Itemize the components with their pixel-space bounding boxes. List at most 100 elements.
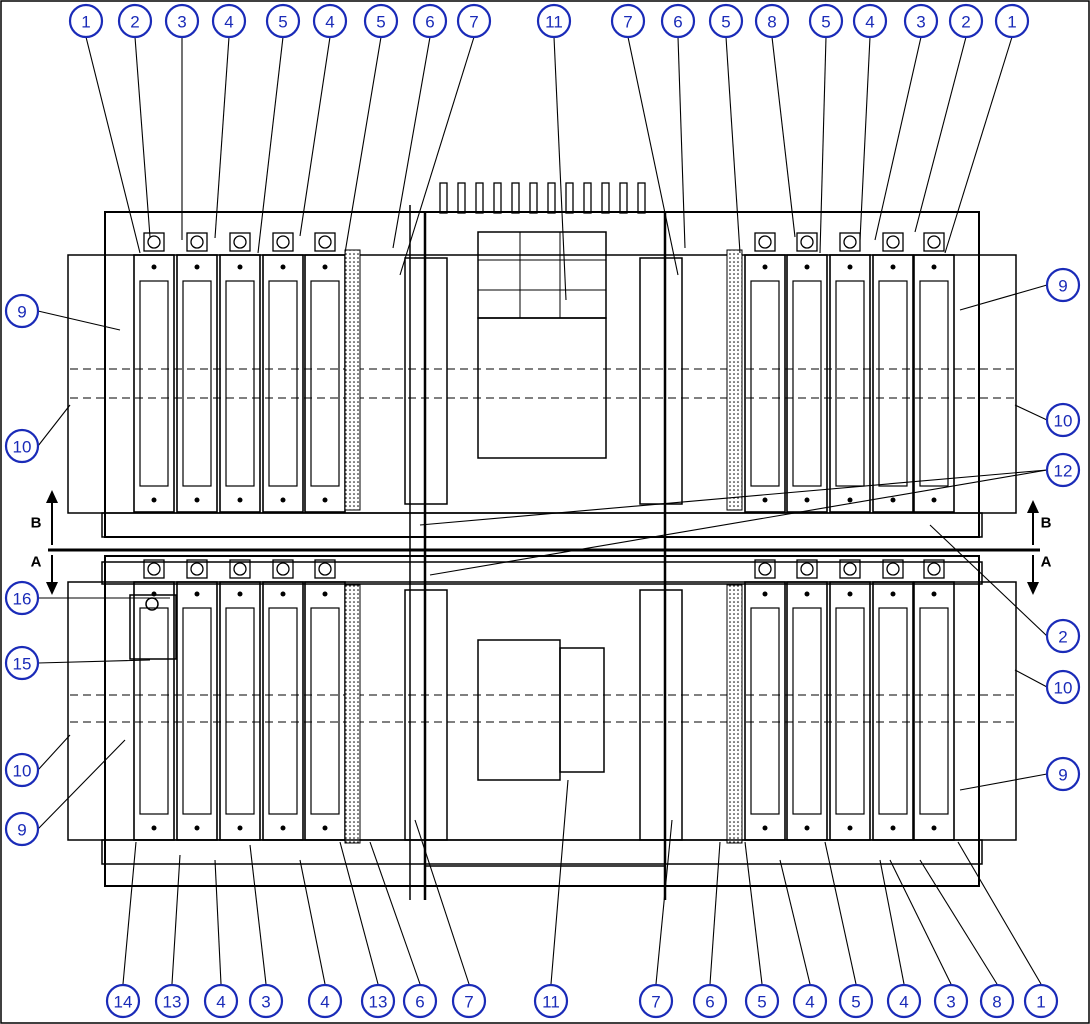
- top-right-bay-3: [829, 254, 871, 513]
- callout-bottom-6: 13: [360, 983, 396, 1019]
- top-center-module: [424, 211, 666, 538]
- top-left-bay-2: [176, 254, 218, 513]
- callout-left-1-label: 9: [17, 303, 26, 322]
- top-contact-block: [477, 231, 607, 319]
- top-right-bay-4: [872, 254, 914, 513]
- callout-top-8-label: 6: [425, 13, 434, 32]
- callout-bottom-11-label: 6: [705, 993, 714, 1012]
- callout-top-5-label: 5: [278, 13, 287, 32]
- callout-bottom-3-label: 4: [216, 993, 225, 1012]
- callout-top-6: 4: [312, 3, 348, 39]
- callout-bottom-10: 7: [638, 983, 674, 1019]
- component-15: [129, 594, 177, 660]
- top-left-bays: [133, 232, 346, 513]
- callout-top-6-label: 4: [325, 13, 334, 32]
- callout-top-15: 5: [808, 3, 844, 39]
- callout-right-5-label: 10: [1054, 679, 1073, 698]
- callout-top-10-label: 11: [545, 13, 563, 32]
- callout-bottom-7-label: 6: [415, 993, 424, 1012]
- callout-right-6-label: 9: [1058, 766, 1067, 785]
- callout-top-4: 4: [211, 3, 247, 39]
- callout-top-7-label: 5: [376, 13, 385, 32]
- callout-left-1: 9: [4, 293, 40, 329]
- bottom-center-module: [424, 555, 666, 867]
- callout-bottom-6-label: 13: [369, 993, 388, 1012]
- callout-bottom-5: 4: [307, 983, 343, 1019]
- callout-right-3-label: 12: [1054, 462, 1073, 481]
- callout-bottom-1-label: 14: [114, 993, 133, 1012]
- bottom-right-bays: [744, 559, 955, 841]
- callout-bottom-12-label: 5: [757, 993, 766, 1012]
- callout-right-1: 9: [1045, 267, 1081, 303]
- callout-bottom-4-label: 3: [261, 993, 270, 1012]
- callout-bottom-8-label: 7: [464, 993, 473, 1012]
- callout-right-2: 10: [1045, 402, 1081, 438]
- callout-right-3: 12: [1045, 452, 1081, 488]
- callout-top-13-label: 5: [721, 13, 730, 32]
- callout-top-9: 7: [456, 3, 492, 39]
- callout-right-6: 9: [1045, 756, 1081, 792]
- section-label-b-right: B: [1041, 515, 1052, 532]
- callout-bottom-14-label: 5: [851, 993, 860, 1012]
- callout-bottom-1: 14: [105, 983, 141, 1019]
- bottom-outer-frame: [104, 555, 980, 887]
- callout-top-12: 6: [660, 3, 696, 39]
- callout-left-5: 10: [4, 752, 40, 788]
- section-label-a-left: A: [31, 554, 42, 571]
- top-left-bay-4: [262, 254, 304, 513]
- callout-left-3-label: 16: [13, 590, 32, 609]
- callout-top-16: 4: [852, 3, 888, 39]
- callout-top-13: 5: [708, 3, 744, 39]
- callout-top-9-label: 7: [469, 13, 478, 32]
- callout-top-10: 11: [536, 3, 572, 39]
- top-right-bay-2: [786, 254, 828, 513]
- leader-lines: [37, 36, 1048, 985]
- callout-top-3: 3: [164, 3, 200, 39]
- bottom-left-bays: [133, 559, 346, 841]
- callout-top-16-label: 4: [865, 13, 874, 32]
- top-right-bay-5: [913, 254, 955, 513]
- callout-top-1-label: 1: [81, 13, 90, 32]
- callout-bottom-7: 6: [402, 983, 438, 1019]
- callout-bottom-3: 4: [203, 983, 239, 1019]
- callout-top-14: 8: [754, 3, 790, 39]
- top-motor-body: [477, 317, 607, 459]
- callout-top-11-label: 7: [623, 13, 632, 32]
- callout-bottom-17-label: 8: [992, 993, 1001, 1012]
- callout-left-3: 16: [4, 580, 40, 616]
- callout-top-18-label: 2: [961, 13, 970, 32]
- callout-bottom-12: 5: [744, 983, 780, 1019]
- callout-left-4: 15: [4, 645, 40, 681]
- callout-bottom-17: 8: [979, 983, 1015, 1019]
- callout-bottom-16: 3: [933, 983, 969, 1019]
- heatsink-fins: [439, 182, 646, 214]
- callout-left-2: 10: [4, 428, 40, 464]
- callout-top-5: 5: [265, 3, 301, 39]
- callout-right-4: 2: [1045, 618, 1081, 654]
- callout-bottom-18: 1: [1023, 983, 1059, 1019]
- callout-left-6-label: 9: [17, 821, 26, 840]
- callout-top-11: 7: [610, 3, 646, 39]
- callout-bottom-2: 13: [154, 983, 190, 1019]
- callout-bottom-14: 5: [838, 983, 874, 1019]
- callout-top-8: 6: [412, 3, 448, 39]
- section-arrows: [46, 490, 1039, 595]
- callout-top-17-label: 3: [916, 13, 925, 32]
- callout-top-17: 3: [903, 3, 939, 39]
- callout-bottom-8: 7: [451, 983, 487, 1019]
- callout-top-19-label: 1: [1007, 13, 1016, 32]
- callout-top-3-label: 3: [177, 13, 186, 32]
- top-left-bay-1: [133, 254, 175, 513]
- callout-top-2-label: 2: [130, 13, 139, 32]
- top-outer-frame: [104, 211, 980, 538]
- callout-right-2-label: 10: [1054, 412, 1073, 431]
- callout-left-2-label: 10: [13, 438, 32, 457]
- callout-bottom-18-label: 1: [1036, 993, 1045, 1012]
- section-label-b-left: B: [31, 515, 42, 532]
- callout-left-5-label: 10: [13, 762, 32, 781]
- callout-bottom-4: 3: [248, 983, 284, 1019]
- top-right-bay-1: [744, 254, 786, 513]
- callout-bottom-9: 11: [533, 983, 569, 1019]
